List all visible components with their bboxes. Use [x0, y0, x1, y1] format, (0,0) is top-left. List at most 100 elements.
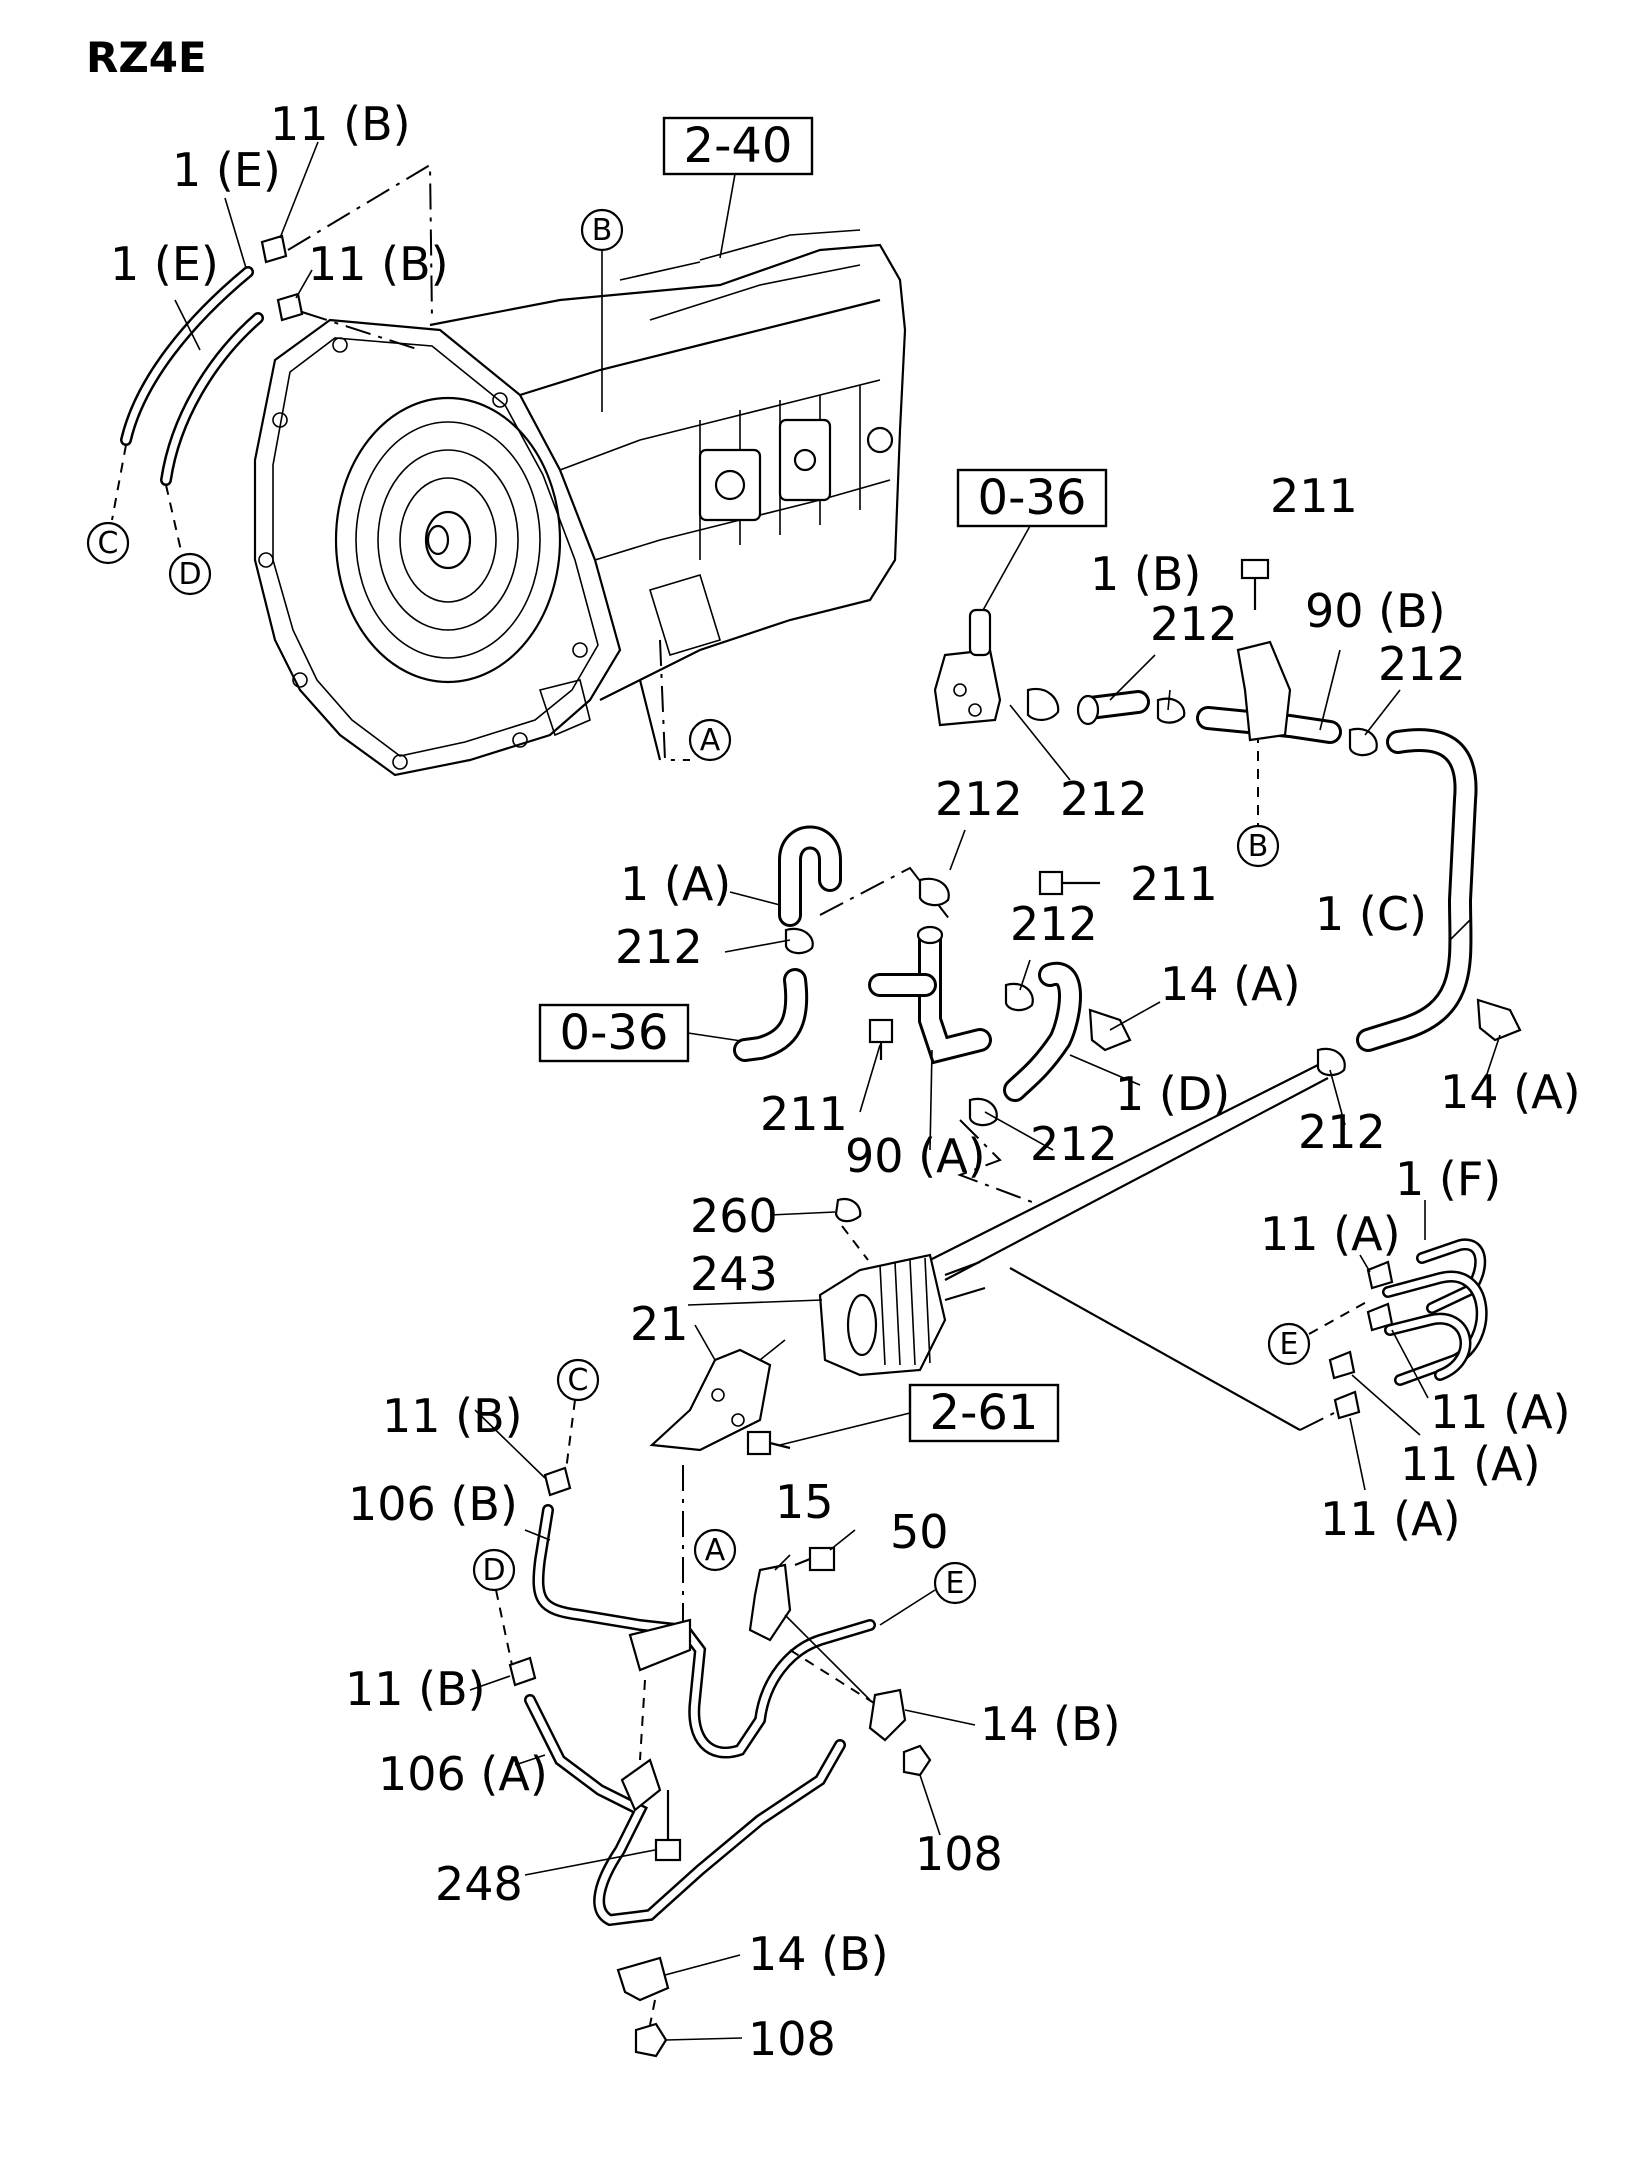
connector-c-top: C: [86, 521, 130, 565]
label-1e-left: 1 (E): [110, 237, 219, 291]
label-1b: 1 (B): [1090, 547, 1201, 601]
label-50: 50: [890, 1505, 949, 1559]
label-11b-mid: 11 (B): [382, 1389, 523, 1443]
pipe-90a: [868, 925, 992, 1065]
label-211-low: 211: [760, 1087, 848, 1141]
clip-14b-mid: [868, 1688, 907, 1742]
svg-text:D: D: [178, 557, 201, 592]
clip-11b-top2: [276, 292, 304, 322]
label-212-f: 212: [1010, 897, 1098, 951]
label-212-h: 212: [1298, 1105, 1386, 1159]
pipe-bracket-upper: [628, 1618, 692, 1672]
connector-b-top: B: [580, 208, 624, 252]
label-211-mid: 211: [1130, 857, 1218, 911]
clamp-212-h: [1316, 1047, 1346, 1077]
svg-text:A: A: [705, 1533, 726, 1568]
leader-lines: [469, 649, 1501, 2041]
clamp-212-a: [1026, 687, 1060, 721]
connector-e-right: E: [1267, 1322, 1311, 1366]
label-15: 15: [775, 1475, 834, 1529]
bolt-248: [654, 1790, 682, 1862]
svg-text:E: E: [1280, 1327, 1299, 1362]
label-106a: 106 (A): [378, 1747, 548, 1801]
hose-1e-left: [120, 266, 254, 446]
label-11a-4: 11 (A): [1320, 1492, 1461, 1546]
label-90b: 90 (B): [1305, 584, 1446, 638]
transmission-assembly: [253, 229, 907, 777]
hose-1e-right: [160, 312, 264, 486]
svg-text:2-61: 2-61: [930, 1385, 1039, 1441]
clamp-212-c: [1348, 727, 1378, 757]
svg-text:0-36: 0-36: [560, 1005, 669, 1061]
label-106b: 106 (B): [348, 1477, 518, 1531]
connector-a-top: A: [688, 718, 732, 762]
label-248: 248: [435, 1857, 523, 1911]
svg-text:2-40: 2-40: [684, 118, 793, 174]
svg-text:C: C: [98, 526, 119, 561]
clip-14b-low: [616, 1956, 670, 2002]
clamp-212-d: [918, 877, 950, 907]
bolt-211-top: [1240, 558, 1270, 610]
svg-text:0-36: 0-36: [978, 470, 1087, 526]
label-212-c: 212: [1060, 772, 1148, 826]
clamp-212-g: [968, 1097, 998, 1127]
svg-text:A: A: [700, 723, 721, 758]
clamp-212-e: [784, 927, 814, 955]
nut-108-mid: [902, 1744, 932, 1777]
label-1e-top: 1 (E): [172, 143, 281, 197]
label-14b-low: 14 (B): [748, 1927, 889, 1981]
ref-box-2-61: 2-61: [908, 1383, 1060, 1443]
label-212-b: 212: [1378, 637, 1466, 691]
label-14a-mid: 14 (A): [1160, 957, 1301, 1011]
label-11a-1: 11 (A): [1260, 1207, 1401, 1261]
label-14b-mid: 14 (B): [980, 1697, 1121, 1751]
label-11a-2: 11 (A): [1430, 1385, 1571, 1439]
bolt-50: [794, 1546, 836, 1572]
label-1d: 1 (D): [1115, 1067, 1230, 1121]
hose-left-0-36: [733, 968, 809, 1062]
clip-11b-mid: [543, 1466, 572, 1497]
clip-11b-low: [508, 1656, 537, 1687]
oil-cooler-243: [818, 1253, 986, 1377]
label-243: 243: [690, 1247, 778, 1301]
nut-108-low: [634, 2022, 668, 2058]
svg-text:B: B: [1248, 829, 1269, 864]
nut-260: [834, 1198, 862, 1223]
hose-1b: [1076, 690, 1150, 726]
svg-text:E: E: [946, 1566, 965, 1601]
bolt-211-mid: [1038, 870, 1100, 896]
clip-11a-1: [1366, 1260, 1394, 1290]
clip-14a-right: [1476, 998, 1522, 1042]
svg-text:D: D: [482, 1553, 505, 1588]
label-11a-3: 11 (A): [1400, 1437, 1541, 1491]
label-1a: 1 (A): [620, 857, 731, 911]
connector-b-mid: B: [1236, 824, 1280, 868]
label-1c: 1 (C): [1315, 887, 1427, 941]
connector-e-mid: E: [933, 1561, 977, 1605]
label-11b-top1: 11 (B): [270, 97, 411, 151]
svg-text:C: C: [568, 1363, 589, 1398]
diagram-title: RZ4E: [86, 33, 207, 82]
bolt-2-61: [746, 1430, 791, 1456]
svg-text:B: B: [592, 213, 613, 248]
connector-d-mid: D: [472, 1548, 516, 1592]
label-90a: 90 (A): [845, 1129, 986, 1183]
ref-box-0-36-left: 0-36: [538, 1003, 690, 1063]
label-14a-right: 14 (A): [1440, 1065, 1581, 1119]
hose-1c: [1356, 728, 1478, 1052]
pipe-bracket-lower: [620, 1758, 662, 1812]
clip-11a-2: [1366, 1302, 1394, 1332]
bracket-15: [748, 1563, 792, 1642]
connector-c-mid: C: [556, 1358, 600, 1402]
hoses-1f: [1382, 1238, 1488, 1386]
connector-a-mid: A: [693, 1528, 737, 1572]
label-212-e: 212: [615, 920, 703, 974]
ref-box-0-36-top: 0-36: [956, 468, 1108, 528]
bracket-21: [649, 1339, 786, 1452]
clamp-212-f: [1004, 982, 1034, 1012]
bracket-valve-top: [933, 608, 1002, 727]
label-11b-top2: 11 (B): [308, 237, 449, 291]
hose-1d: [1003, 961, 1082, 1102]
pipe-90b: [1196, 640, 1342, 744]
